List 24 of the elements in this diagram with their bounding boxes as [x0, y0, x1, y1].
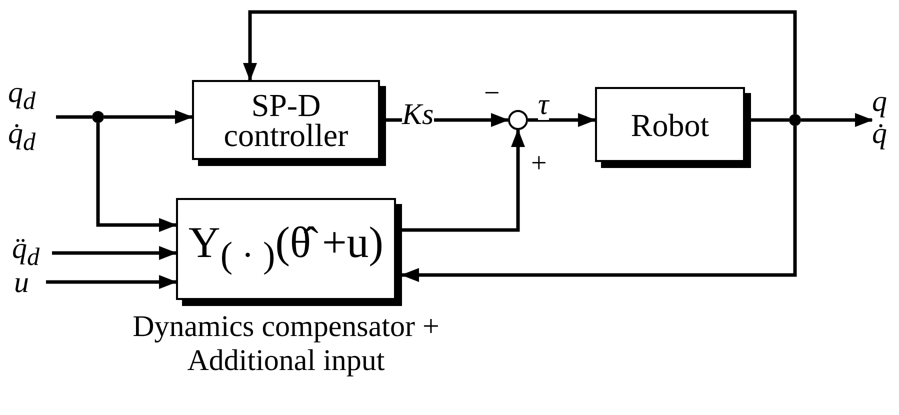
junction-dot [789, 114, 801, 126]
arrow [52, 246, 177, 260]
arrow [402, 129, 525, 232]
summing-junction [508, 110, 528, 130]
block-caption: Dynamics compensator + Additional input [132, 310, 440, 378]
arrow [46, 275, 177, 289]
arrow [243, 10, 797, 114]
signal-label: q̇$_{d}$ [8, 118, 36, 158]
arrow [96, 123, 177, 232]
signal-label: q̇ [872, 118, 888, 150]
sign-label: − [484, 80, 500, 108]
arrow [104, 110, 193, 124]
signal-label: q [872, 86, 888, 118]
arrow [528, 113, 596, 127]
connector-line [751, 118, 789, 122]
junction-dot [92, 111, 104, 123]
signal-label: q$_{d}$ [8, 77, 36, 117]
block-label: Y$_{( · )}$(θ̂ +u) [188, 220, 384, 277]
arrow [801, 113, 873, 127]
arrow [401, 126, 797, 282]
connector-line [56, 115, 92, 119]
block-label: Robot [630, 108, 710, 140]
block-label: SP-D controller [222, 90, 350, 150]
sign-label: + [531, 150, 547, 178]
